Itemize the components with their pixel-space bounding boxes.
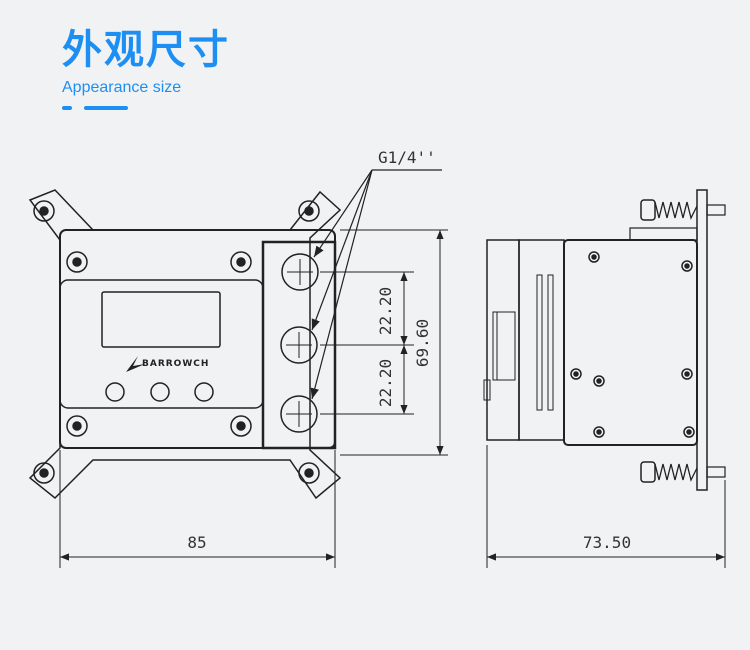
front-width-dimension xyxy=(59,450,336,568)
corner-screw xyxy=(33,462,55,484)
accent-bar xyxy=(84,106,128,110)
side-view xyxy=(483,189,726,491)
port-middle xyxy=(280,326,318,364)
port-top xyxy=(281,253,319,291)
corner-screw xyxy=(33,200,55,222)
front-panel xyxy=(59,279,264,409)
panel-button xyxy=(150,382,170,402)
corner-screw xyxy=(298,462,320,484)
port-bottom xyxy=(280,395,318,433)
thread-label: G1/4'' xyxy=(378,148,436,167)
page-title: 外观尺寸 xyxy=(62,27,230,73)
mounting-bracket xyxy=(28,189,342,500)
dim-port-spacing-top: 22.20 xyxy=(376,287,395,335)
brand-logo-icon xyxy=(126,356,145,372)
panel-button xyxy=(194,382,214,402)
dim-side-width: 73.50 xyxy=(583,533,631,552)
front-view: BARROWCH xyxy=(28,189,342,500)
display-screen xyxy=(101,291,221,348)
block-screw xyxy=(230,251,252,273)
corner-screw xyxy=(298,200,320,222)
accent-dot xyxy=(62,106,72,110)
block-screw xyxy=(66,251,88,273)
dim-front-width: 85 xyxy=(187,533,206,552)
page-subtitle: Appearance size xyxy=(62,79,182,96)
thread-callout xyxy=(310,169,442,400)
side-width-dimension xyxy=(486,445,726,568)
block-screw xyxy=(66,415,88,437)
panel-button xyxy=(105,382,125,402)
dim-height: 69.60 xyxy=(413,319,432,367)
dim-port-spacing-bottom: 22.20 xyxy=(376,359,395,407)
spring-screw-bottom xyxy=(640,461,726,483)
side-plate xyxy=(696,189,708,491)
side-main-block xyxy=(563,239,698,446)
side-left-block xyxy=(486,239,520,441)
vertical-dimensions xyxy=(320,229,448,456)
block-screw xyxy=(230,415,252,437)
spring-screw-top xyxy=(640,199,726,221)
brand-name: BARROWCH xyxy=(142,359,209,369)
